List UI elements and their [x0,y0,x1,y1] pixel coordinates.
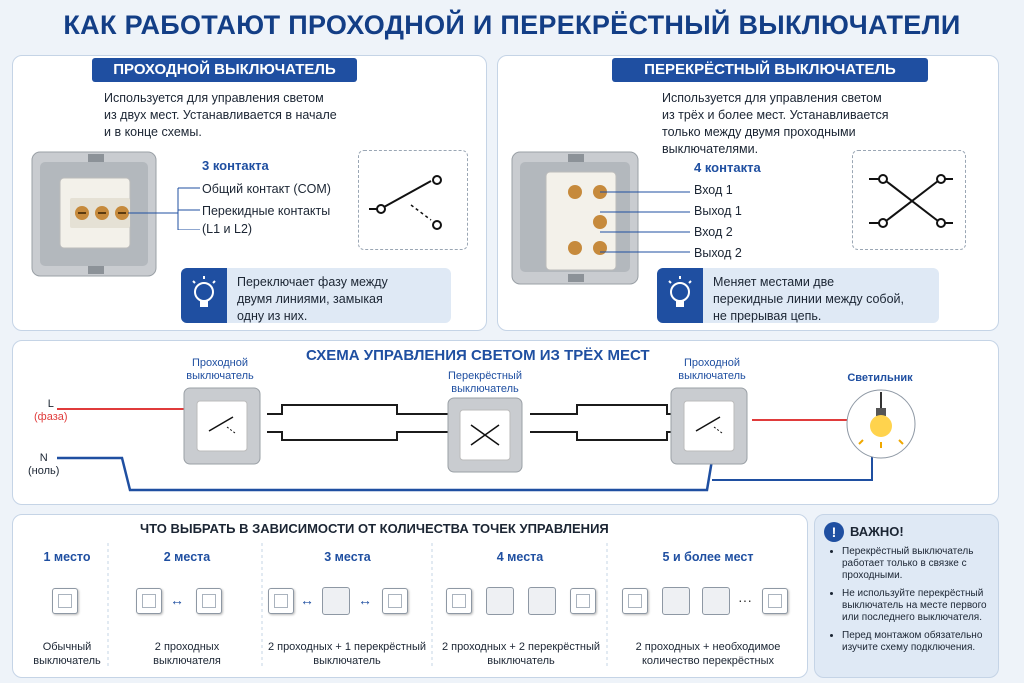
bidirectional-arrow-icon: ↔ [300,592,314,608]
cross-switch-icon [662,587,690,615]
cross-switch-icon [486,587,514,615]
important-item: Перекрёстный выключатель работает только… [842,546,990,582]
warning-icon: ! [824,522,844,542]
switch-icon [570,588,596,614]
cross-contacts-title: 4 контакта [694,160,761,175]
col-3-heading: 3 места [324,550,371,564]
scheme-switch-1 [183,387,261,465]
neutral-label: N(ноль) [28,452,60,477]
lightbulb-icon [657,268,703,323]
important-panel [814,514,999,678]
cross-switch-icon [528,587,556,615]
cross-switch-photo [511,151,639,285]
scheme-wiring [57,404,873,492]
bidirectional-arrow-icon: ↔ [170,592,184,608]
switch-icon [136,588,162,614]
switch-icon [382,588,408,614]
switch-icon [196,588,222,614]
important-item: Не используйте перекрёстный выключатель … [842,588,990,624]
cross-switch-icon [702,587,730,615]
cross-contact-in2: Вход 2 [694,225,733,239]
important-heading: ВАЖНО! [850,524,904,539]
pass-through-leader-lines [128,187,200,230]
scheme-switch-3 [670,387,748,465]
col-4-heading: 4 места [496,550,544,564]
cross-leader-lines [600,191,690,253]
choose-heading: ЧТО ВЫБРАТЬ В ЗАВИСИМОСТИ ОТ КОЛИЧЕСТВА … [140,521,609,536]
lightbulb-icon [181,268,227,323]
lamp-icon [846,389,916,459]
pass-through-symbol-box [358,150,468,250]
col-2-heading: 2 места [163,550,211,564]
important-item: Перед монтажом обязательно изучите схему… [842,630,990,654]
scheme-heading: СХЕМА УПРАВЛЕНИЯ СВЕТОМ ИЗ ТРЁХ МЕСТ [306,347,650,364]
cross-contact-in1: Вход 1 [694,183,733,197]
cross-switch-icon [322,587,350,615]
ellipsis: ··· [738,592,752,608]
col-1-heading: 1 место [43,550,91,564]
cross-heading: ПЕРЕКРЁСТНЫЙ ВЫКЛЮЧАТЕЛЬ [612,58,928,82]
pass-through-contact-l12: (L1 и L2) [202,222,253,236]
phase-label: L(фаза) [34,398,68,423]
switch-icon [446,588,472,614]
col-5-heading: 5 и более мест [662,550,754,564]
switch-icon [268,588,294,614]
important-list: Перекрёстный выключатель работает только… [830,546,990,660]
cross-symbol-box [852,150,966,250]
pass-through-heading: ПРОХОДНОЙ ВЫКЛЮЧАТЕЛЬ [92,58,357,82]
pass-through-contact-com: Общий контакт (COM) [202,182,331,196]
cross-contact-out1: Выход 1 [694,204,742,218]
cross-contact-out2: Выход 2 [694,246,742,260]
pass-through-contact-l: Перекидные контакты [202,204,331,218]
switch-icon [52,588,78,614]
switch-icon [622,588,648,614]
scheme-switch-2 [447,397,523,473]
page-title: КАК РАБОТАЮТ ПРОХОДНОЙ И ПЕРЕКРЁСТНЫЙ ВЫ… [63,10,961,40]
pass-through-contacts-title: 3 контакта [202,158,269,173]
column-dividers [107,543,608,668]
bidirectional-arrow-icon: ↔ [358,592,372,608]
lamp-label: Светильник [847,372,913,384]
switch-icon [762,588,788,614]
pass-through-switch-photo [31,151,157,277]
